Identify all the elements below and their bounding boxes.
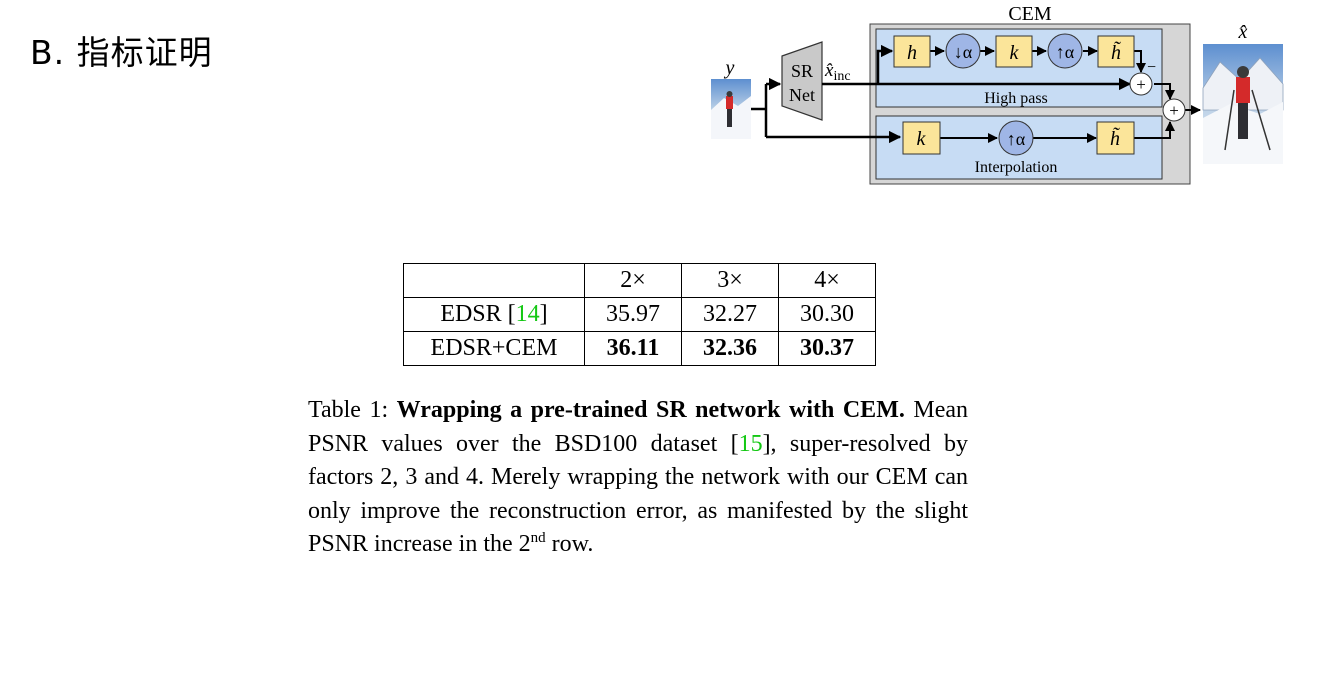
table-header-cell bbox=[403, 263, 585, 298]
x-inc-label: x̂inc bbox=[824, 60, 851, 84]
high-pass-label: High pass bbox=[984, 90, 1048, 107]
sr-net-block bbox=[781, 41, 823, 121]
table-row: EDSR+CEM 36.11 32.36 30.37 bbox=[403, 331, 876, 366]
hp-upsample-label: ↑α bbox=[1056, 42, 1075, 62]
output-sum-node bbox=[1162, 98, 1186, 122]
hp-block-h bbox=[893, 35, 931, 68]
interp-block-k-label: k bbox=[917, 128, 927, 150]
citation-link[interactable]: 14 bbox=[515, 301, 540, 327]
hp-block-h-label: h bbox=[907, 42, 917, 64]
sr-net-label-1: SR bbox=[791, 61, 813, 81]
caption-superscript: nd bbox=[530, 530, 546, 546]
table-cell: 30.30 bbox=[778, 297, 876, 332]
sr-net-label-2: Net bbox=[789, 85, 815, 105]
table-caption: Table 1: Wrapping a pre-trained SR netwo… bbox=[308, 394, 968, 562]
table-header-row: 2× 3× 4× bbox=[403, 263, 876, 298]
hp-block-k bbox=[995, 35, 1033, 68]
caption-title: Wrapping a pre-trained SR network with C… bbox=[396, 397, 905, 423]
section-heading: B. 指标证明 bbox=[30, 33, 213, 72]
table-cell: 32.27 bbox=[681, 297, 779, 332]
table-header-cell: 3× bbox=[681, 263, 779, 298]
table-cell: 32.36 bbox=[681, 331, 779, 366]
hp-downsample-label: ↓α bbox=[954, 42, 973, 62]
hp-upsample-op bbox=[1047, 33, 1083, 69]
hp-block-h-tilde bbox=[1097, 35, 1135, 68]
interp-block-h-tilde bbox=[1096, 121, 1135, 155]
citation-link[interactable]: 15 bbox=[738, 430, 763, 457]
output-image bbox=[1202, 44, 1284, 164]
cem-architecture-diagram: CEM High pass Interpolation y SR Net x̂i… bbox=[711, 3, 1284, 185]
interp-block-k bbox=[902, 121, 941, 155]
caption-label: Table 1: bbox=[308, 397, 389, 423]
caption-text-3: row. bbox=[545, 531, 594, 557]
cem-title: CEM bbox=[1008, 3, 1052, 25]
interp-upsample-label: ↑α bbox=[1007, 129, 1026, 149]
output-sum-symbol: + bbox=[1169, 101, 1179, 120]
row-label-edsr-cem: EDSR+CEM bbox=[403, 331, 585, 366]
input-image bbox=[711, 79, 751, 139]
table-row: EDSR [14] 35.97 32.27 30.30 bbox=[403, 297, 876, 332]
results-table: 2× 3× 4× EDSR [14] 35.97 32.27 30.30 EDS… bbox=[403, 263, 876, 366]
interp-block-h-tilde-label: h̃ bbox=[1110, 126, 1120, 150]
row-label-edsr: EDSR [14] bbox=[403, 297, 585, 332]
hp-subtract-symbol: + bbox=[1136, 75, 1146, 94]
caption-text-1: Mean PSNR values over the BSD100 dataset… bbox=[308, 397, 969, 457]
caption-text-2: ], super-resolved by factors 2, 3 and 4.… bbox=[308, 430, 968, 558]
input-label: y bbox=[724, 57, 735, 79]
hp-block-h-tilde-label: h̃ bbox=[1111, 40, 1121, 64]
table-cell: 35.97 bbox=[584, 297, 682, 332]
minus-sign: − bbox=[1147, 59, 1156, 76]
interp-upsample-op bbox=[998, 120, 1034, 156]
hp-block-k-label: k bbox=[1010, 42, 1020, 64]
hp-downsample-op bbox=[945, 33, 981, 69]
output-label: x̂ bbox=[1238, 21, 1248, 43]
table-header-cell: 2× bbox=[584, 263, 682, 298]
table-cell: 36.11 bbox=[584, 331, 682, 366]
table-header-cell: 4× bbox=[778, 263, 876, 298]
table-cell: 30.37 bbox=[778, 331, 876, 366]
hp-subtract-node bbox=[1129, 72, 1153, 96]
interpolation-label: Interpolation bbox=[975, 159, 1058, 176]
